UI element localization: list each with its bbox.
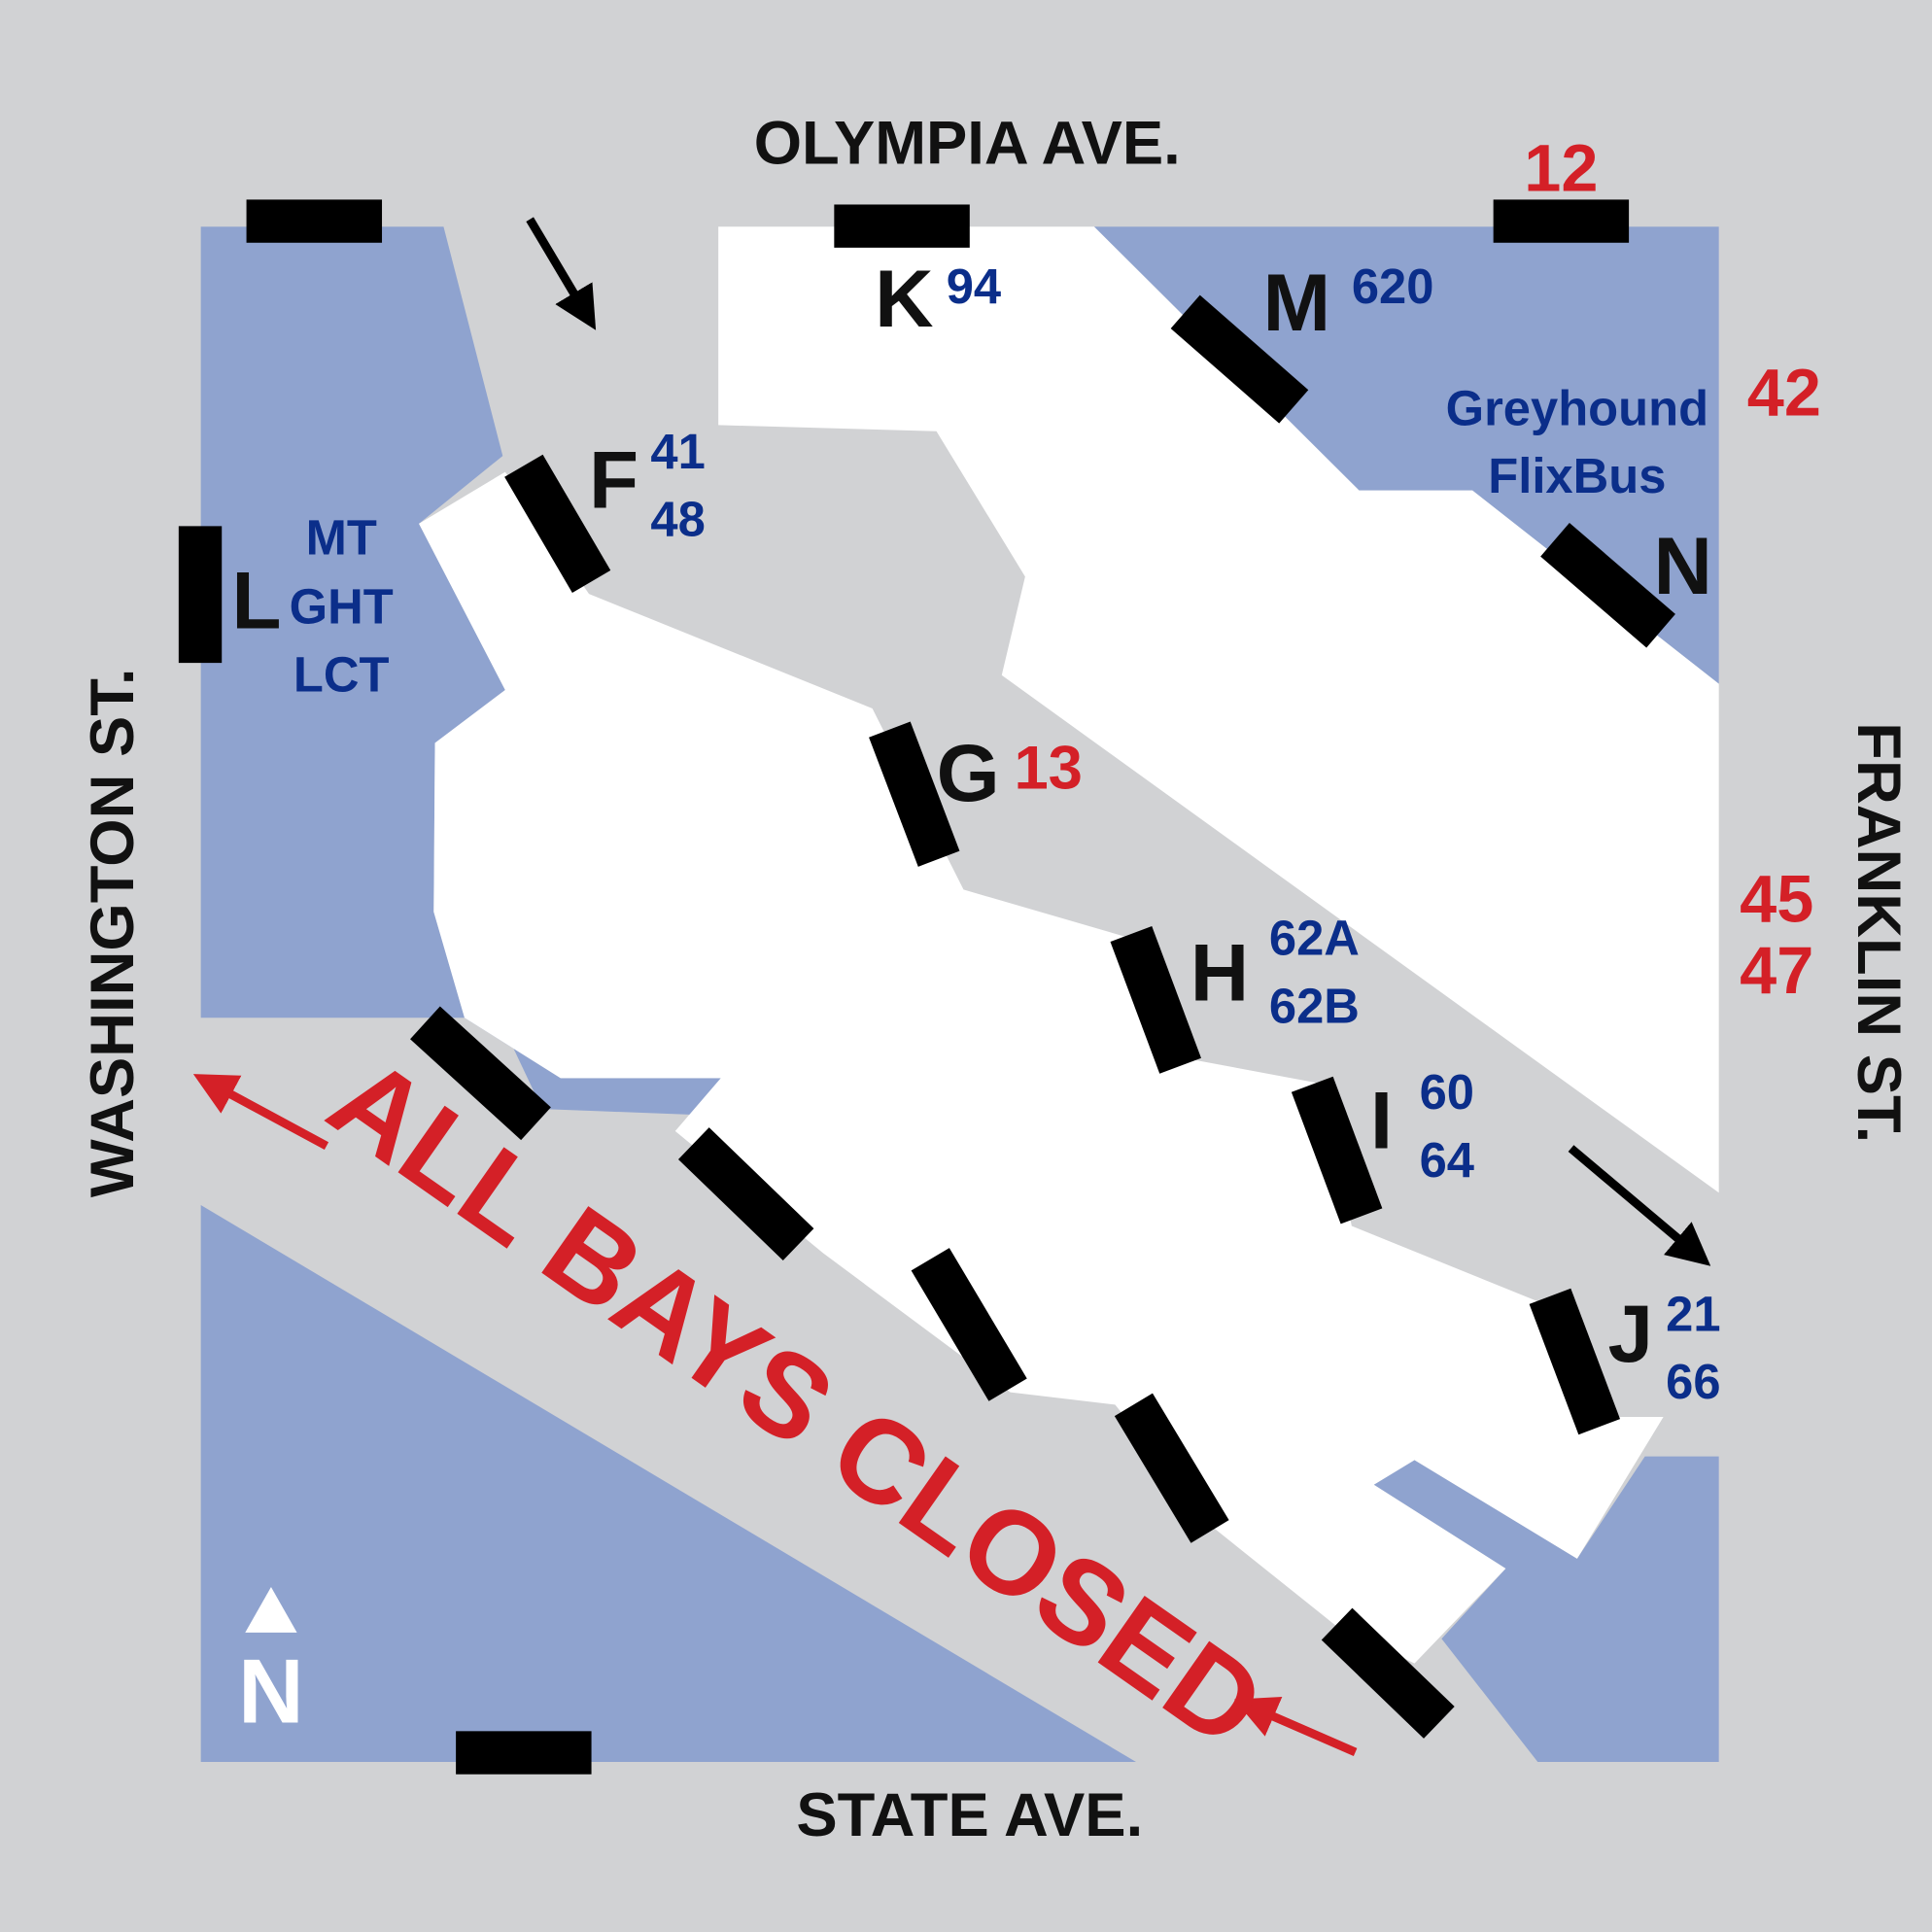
bay-h-route-2: 62B: [1269, 978, 1360, 1033]
bay-i-route-1: 60: [1420, 1064, 1474, 1120]
shelter-h: [1110, 926, 1201, 1074]
street-state: STATE AVE.: [796, 1781, 1143, 1849]
bay-j-route-2: 66: [1666, 1354, 1720, 1409]
bay-f-label: F: [589, 433, 638, 525]
platform-central: [419, 471, 1664, 1664]
bay-shelters: [178, 199, 1630, 1775]
shelter-f: [504, 454, 611, 593]
arrow-closed-west-icon: [192, 1074, 329, 1151]
shelter-i: [1291, 1076, 1383, 1225]
shelter-m: [1170, 294, 1309, 424]
bay-g-label: G: [937, 727, 1000, 818]
bay-g-route: 13: [1014, 734, 1083, 802]
bay-m-label: M: [1263, 257, 1331, 348]
bay-h-label: H: [1190, 926, 1249, 1018]
bay-j-label: J: [1608, 1288, 1654, 1379]
shelter-l: [178, 526, 223, 664]
north-arrow-icon: N: [238, 1587, 304, 1742]
area-southeast: [1373, 1456, 1719, 1763]
shelter-closed-2: [677, 1127, 814, 1260]
street-washington: WASHINGTON ST.: [79, 668, 147, 1197]
shelter-g: [869, 721, 960, 867]
area-southwest: [200, 1204, 1136, 1763]
bay-i-label: I: [1370, 1075, 1393, 1166]
platform-north: [718, 226, 1719, 1193]
bay-n-route-2: FlixBus: [1488, 448, 1666, 503]
arrow-exit-icon: [1568, 1145, 1711, 1266]
bay-l-label: L: [231, 555, 281, 646]
stop-franklin-north-route: 42: [1747, 355, 1821, 430]
stop-franklin-south-route-1: 45: [1740, 861, 1813, 936]
shelter-closed-5: [1321, 1607, 1455, 1739]
bay-l-route-1: MT: [306, 510, 377, 566]
bay-f-route-1: 41: [650, 424, 705, 479]
north-label: N: [238, 1639, 304, 1742]
bay-f-route-2: 48: [650, 492, 705, 547]
shelter-closed-1: [410, 1006, 551, 1141]
bay-k-route: 94: [947, 259, 1001, 314]
stop-franklin-south-route-2: 47: [1740, 933, 1813, 1008]
street-olympia: OLYMPIA AVE.: [754, 110, 1181, 178]
shelter-olympia-12: [1493, 199, 1630, 243]
bay-i-route-2: 64: [1420, 1132, 1474, 1188]
shelter-j: [1529, 1288, 1621, 1435]
shelter-northwest: [246, 199, 383, 243]
bay-n-label: N: [1653, 520, 1711, 611]
arrow-closed-south-icon: [1233, 1696, 1358, 1756]
area-northwest: [200, 226, 721, 1116]
bay-h-route-1: 62A: [1269, 911, 1360, 966]
shelter-closed-3: [911, 1248, 1027, 1401]
street-franklin: FRANKLIN ST.: [1845, 722, 1913, 1143]
bay-j-route-1: 21: [1666, 1286, 1720, 1341]
shelter-k: [834, 204, 970, 248]
shelter-n: [1540, 523, 1675, 648]
bay-k-label: K: [875, 253, 933, 344]
arrow-entry-icon: [526, 217, 597, 330]
bay-l-route-3: LCT: [293, 646, 390, 702]
bay-n-route-1: Greyhound: [1446, 380, 1708, 435]
stop-olympia-route: 12: [1524, 131, 1598, 206]
shelter-state: [456, 1731, 592, 1775]
bay-m-route: 620: [1352, 259, 1434, 314]
bay-l-route-2: GHT: [290, 579, 394, 635]
shelter-closed-4: [1114, 1393, 1229, 1543]
